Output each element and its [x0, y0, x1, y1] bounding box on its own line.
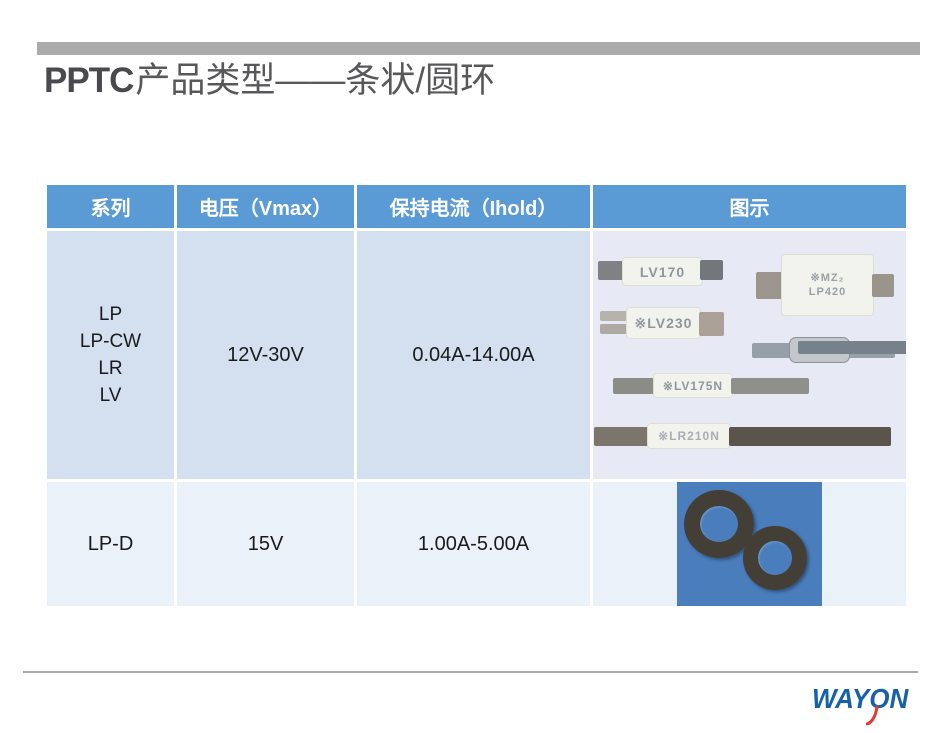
header-illustration: 图示 — [593, 185, 906, 228]
footer-divider — [23, 671, 918, 673]
cell-series-row2: LP-D — [47, 482, 174, 606]
title-text: 产品类型——条状/圆环 — [135, 61, 496, 100]
pptc-ring-small — [743, 526, 807, 590]
fuse-lp420-right-tab — [872, 274, 894, 297]
logo-o-letter: O — [869, 682, 890, 715]
series-line: LP-CW — [79, 331, 142, 352]
ring-pptc-photo — [677, 482, 822, 606]
fuse-lr210n-left-strip — [594, 427, 650, 446]
top-accent-bar — [37, 42, 920, 55]
slide: PPTC产品类型——条状/圆环 系列 电压（Vmax） 保持电流（Ihold） … — [23, 42, 920, 726]
fuse-lv230-body: ※LV230 — [626, 307, 701, 339]
logo-o: O — [865, 682, 890, 726]
series-line: LR — [98, 358, 123, 379]
strip-fuses-photo: LV170 ※MZ₂ LP420 ※LV230 ※LV175N — [593, 231, 906, 479]
fuse-lv170-left-tab — [598, 261, 628, 280]
fuse-lp420-mark: ※MZ₂ — [810, 272, 845, 284]
fuse-lp420-label: LP420 — [808, 286, 847, 298]
fuse-slider-top-strip — [798, 341, 906, 354]
fuse-lv175n-left-strip — [613, 378, 655, 394]
series-line: LP — [98, 304, 123, 325]
series-line: LV — [99, 385, 122, 406]
header-voltage: 电压（Vmax） — [177, 185, 354, 228]
logo-n: N — [889, 682, 909, 715]
fuse-lv170-right-tab — [700, 260, 723, 280]
ring-photo-wrap — [593, 482, 906, 606]
logo-way: WAY — [812, 682, 870, 715]
title-brand: PPTC — [44, 61, 134, 100]
fuse-lr210n-right-strip — [729, 427, 891, 446]
fuse-lr210n-body: ※LR210N — [647, 423, 731, 449]
header-hold-current: 保持电流（Ihold） — [357, 185, 590, 228]
fuse-lp420-left-tab — [756, 272, 784, 299]
cell-hold-current-row2: 1.00A-5.00A — [357, 482, 590, 606]
page-title: PPTC产品类型——条状/圆环 — [44, 60, 495, 102]
cell-voltage-row1: 12V-30V — [177, 231, 354, 479]
cell-illustration-row1: LV170 ※MZ₂ LP420 ※LV230 ※LV175N — [593, 231, 906, 479]
header-series: 系列 — [47, 185, 174, 228]
fuse-lv175n-right-strip — [731, 378, 809, 394]
cell-illustration-row2 — [593, 482, 906, 606]
cell-hold-current-row1: 0.04A-14.00A — [357, 231, 590, 479]
cell-series-row1: LP LP-CW LR LV — [47, 231, 174, 479]
fuse-lv175n-body: ※LV175N — [653, 373, 733, 398]
fuse-lv230-right-tab — [699, 312, 724, 336]
cell-voltage-row2: 15V — [177, 482, 354, 606]
fuse-lv230-prong-bottom — [600, 324, 627, 334]
fuse-lp420-body: ※MZ₂ LP420 — [781, 254, 874, 316]
product-table: 系列 电压（Vmax） 保持电流（Ihold） 图示 LP LP-CW LR L… — [47, 185, 906, 606]
fuse-lv230-prong-top — [600, 311, 627, 321]
fuse-lv170-body: LV170 — [622, 257, 703, 286]
